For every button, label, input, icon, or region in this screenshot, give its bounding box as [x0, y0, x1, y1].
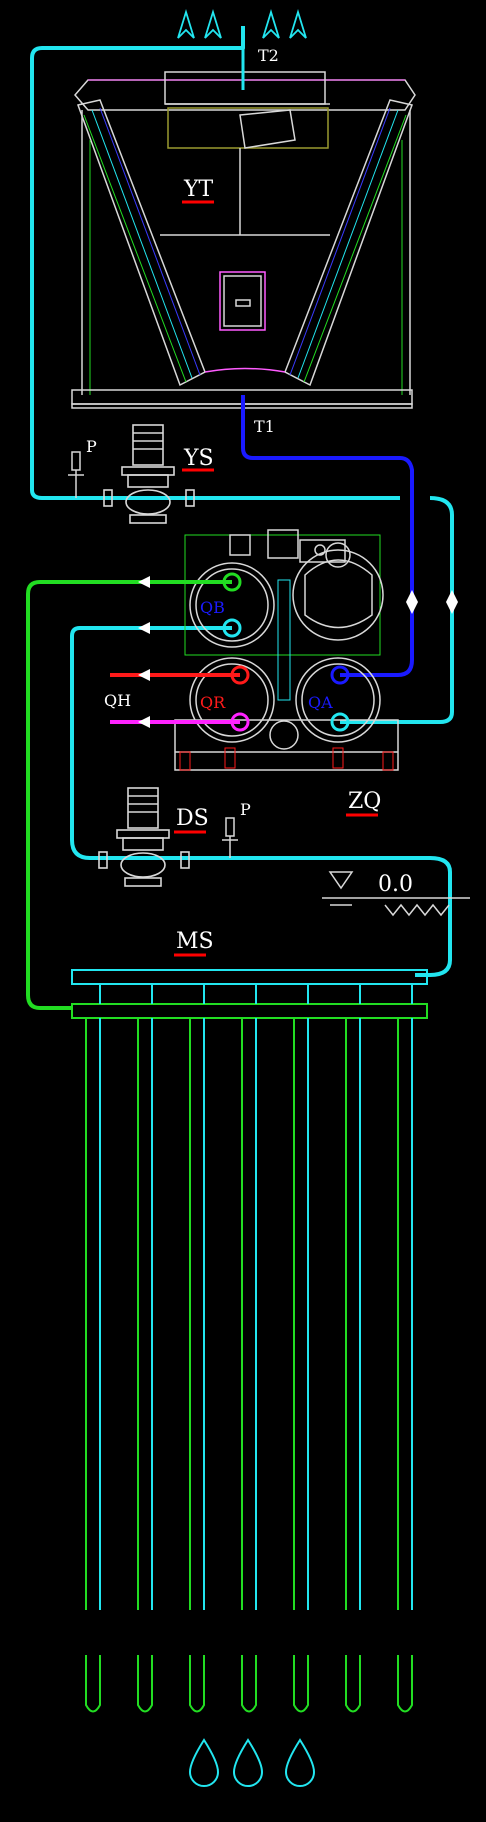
qb-connections — [26, 572, 242, 1010]
water-drops — [188, 1738, 316, 1787]
label-qr: QR — [200, 693, 226, 712]
upward-arrow-icon — [289, 8, 307, 39]
label-p-bottom: P — [240, 800, 251, 819]
pump-ys — [103, 424, 195, 524]
label-level: 0.0 — [378, 872, 413, 897]
flow-markers — [138, 576, 458, 728]
qr-connections — [110, 665, 250, 732]
label-ys: YS — [183, 446, 214, 471]
label-qa: QA — [308, 693, 333, 712]
label-t1: T1 — [254, 417, 275, 436]
label-zq: ZQ — [348, 789, 381, 814]
label-p-top: P — [86, 437, 97, 456]
borehole-upper — [85, 1018, 413, 1610]
borehole-lower — [85, 1655, 413, 1713]
tower-outlet-pipe — [241, 395, 414, 677]
label-ms: MS — [176, 929, 214, 954]
pressure-gauge-bottom — [222, 817, 238, 858]
water-drop-icon — [284, 1738, 316, 1787]
label-yt: YT — [183, 177, 214, 202]
upward-arrow-icon — [262, 8, 280, 39]
labels: YT YS DS ZQ MS T2 T1 P P QH QB QR QA 0.0 — [86, 46, 413, 957]
label-ds: DS — [176, 806, 209, 831]
exhaust-arrows — [177, 8, 307, 39]
ground-level-marker — [322, 871, 470, 917]
label-qh: QH — [104, 691, 131, 710]
pump-ds — [98, 787, 190, 887]
upward-arrow-icon — [177, 8, 195, 39]
cooling-tower-yt — [71, 71, 416, 409]
pressure-gauge-top — [68, 451, 84, 498]
water-drop-icon — [188, 1738, 220, 1787]
borehole-loops — [85, 1018, 413, 1713]
water-drop-icon — [232, 1738, 264, 1787]
cooling-water-loop — [30, 26, 454, 977]
upward-arrow-icon — [204, 8, 222, 39]
chiller-zq — [174, 529, 399, 771]
label-qb: QB — [200, 598, 225, 617]
label-t2: T2 — [258, 46, 279, 65]
manifold-ms — [71, 969, 428, 1019]
qa-connections — [330, 665, 350, 732]
